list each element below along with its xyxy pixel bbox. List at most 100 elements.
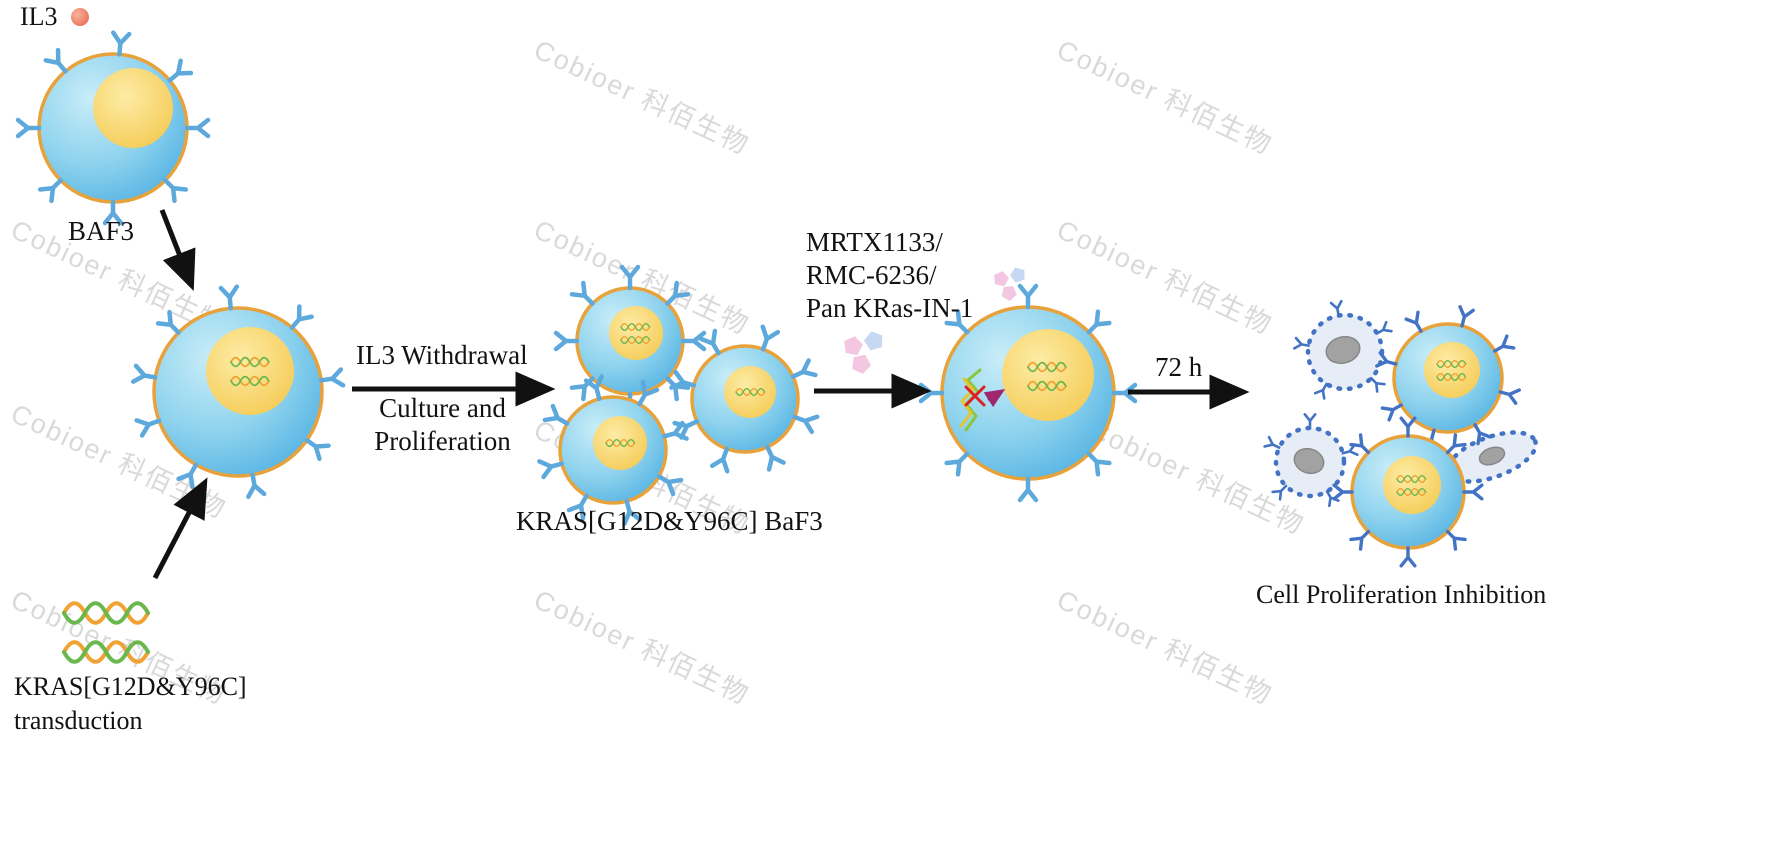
receptor-icon	[289, 304, 314, 330]
receptor-icon	[1473, 423, 1492, 446]
receptor-icon	[1399, 416, 1417, 438]
receptor-icon	[184, 117, 211, 139]
receptor-icon	[537, 459, 565, 480]
baf3-label: BAF3	[68, 216, 135, 246]
receptor-icon	[1086, 451, 1112, 477]
receptor-icon	[1493, 334, 1516, 353]
receptor-icon	[1086, 309, 1112, 335]
receptor-icon	[1445, 433, 1467, 455]
culture-proliferation-label: Culture and Proliferation	[345, 392, 540, 458]
receptor-icon	[790, 358, 818, 379]
receptor-icon	[1349, 433, 1371, 455]
receptor-icon	[15, 117, 42, 139]
drug-names-label: MRTX1133/ RMC-6236/ Pan KRas-IN-1	[806, 226, 973, 325]
receptor-icon	[1399, 546, 1417, 568]
receptor-icon	[1332, 483, 1354, 501]
receptor-icon	[760, 324, 781, 352]
receptor-icon	[1303, 413, 1317, 430]
kras-baf3-cell	[1332, 416, 1484, 568]
receptor-icon	[246, 472, 267, 500]
dying-cell	[1292, 299, 1393, 400]
drug-label-line3: Pan KRas-IN-1	[806, 293, 974, 323]
receptor-icon	[111, 30, 132, 57]
receptor-icon	[1380, 403, 1403, 422]
culture-label-line2: Proliferation	[374, 426, 511, 456]
receptor-icon	[622, 498, 643, 526]
receptor-icon	[1375, 320, 1393, 335]
receptor-icon	[619, 264, 641, 291]
kras-baf3-cell	[669, 324, 820, 474]
receptor-icon	[37, 178, 63, 204]
kras-baf3-cell	[553, 264, 707, 418]
receptor-icon	[637, 379, 660, 407]
receptor-icon	[944, 451, 970, 477]
mutant-protein-icon	[959, 377, 975, 428]
receptor-icon	[918, 382, 945, 404]
receptor-icon	[1458, 305, 1475, 328]
receptor-icon	[792, 414, 820, 435]
receptor-icon	[163, 178, 189, 204]
drug-molecules-icon	[842, 328, 886, 376]
receptor-icon	[130, 363, 158, 384]
receptor-icon	[167, 58, 194, 83]
receptor-icon	[669, 369, 697, 390]
cell-nucleus	[206, 327, 294, 415]
duration-label: 72 h	[1155, 352, 1203, 382]
receptor-icon	[680, 330, 707, 352]
result-label: Cell Proliferation Inhibition	[1256, 580, 1547, 609]
receptor-icon	[102, 199, 124, 226]
blocked-signal-arrow-icon	[983, 388, 1006, 408]
receptor-icon	[318, 367, 346, 388]
cell-nucleus	[1325, 335, 1361, 365]
receptor-icon	[1263, 435, 1281, 449]
receptor-icon	[304, 437, 331, 462]
receptor-icon	[569, 280, 595, 306]
il3-label: IL3	[20, 2, 58, 31]
drug-label-line1: MRTX1133/	[806, 227, 943, 257]
drug-label-line2: RMC-6236/	[806, 260, 937, 290]
receptor-icon	[218, 284, 240, 311]
cell-nucleus	[1002, 329, 1094, 421]
receptor-icon	[656, 474, 684, 497]
receptor-icon	[155, 309, 181, 335]
kras-baf3-cell	[537, 374, 689, 526]
receptor-icon	[1313, 382, 1328, 400]
kras-baf3-label: KRAS[G12D&Y96C] BaF3	[516, 506, 823, 536]
receptor-icon	[583, 374, 604, 402]
receptor-icon	[1111, 382, 1138, 404]
cell-nucleus	[1293, 447, 1325, 475]
cell-nucleus	[1424, 342, 1480, 398]
dna-helix-icon	[62, 601, 150, 664]
receptor-icon	[672, 419, 700, 440]
receptor-icon	[1462, 483, 1484, 501]
kras-transduced-cell	[130, 284, 346, 500]
receptor-icon	[1375, 351, 1398, 368]
kras-transduction-label-line2: transduction	[14, 706, 143, 735]
receptor-icon	[765, 444, 786, 472]
drug-treated-cell	[918, 283, 1138, 503]
receptor-icon	[1017, 283, 1039, 310]
cell-nucleus	[609, 306, 663, 360]
arrow-dna-to-transduced	[152, 477, 208, 580]
receptor-icon	[698, 328, 721, 356]
il3-withdrawal-label: IL3 Withdrawal	[356, 340, 528, 370]
receptor-icon	[542, 403, 570, 426]
receptor-icon	[1369, 376, 1386, 393]
receptor-icon	[1445, 529, 1467, 551]
receptor-icon	[665, 280, 691, 306]
receptor-icon	[1017, 476, 1039, 503]
drug-molecules-icon	[992, 264, 1028, 303]
cell-nucleus	[93, 68, 173, 148]
receptor-icon	[566, 493, 589, 521]
il3-ligand-icon	[71, 8, 89, 26]
receptor-icon	[553, 330, 580, 352]
receptor-icon	[1349, 529, 1371, 551]
dying-cell	[1263, 413, 1359, 508]
receptor-icon	[1329, 299, 1343, 317]
receptor-icon	[1271, 484, 1288, 501]
culture-label-line1: Culture and	[379, 393, 506, 423]
receptor-icon	[43, 47, 68, 74]
cell-nucleus	[1478, 446, 1506, 466]
